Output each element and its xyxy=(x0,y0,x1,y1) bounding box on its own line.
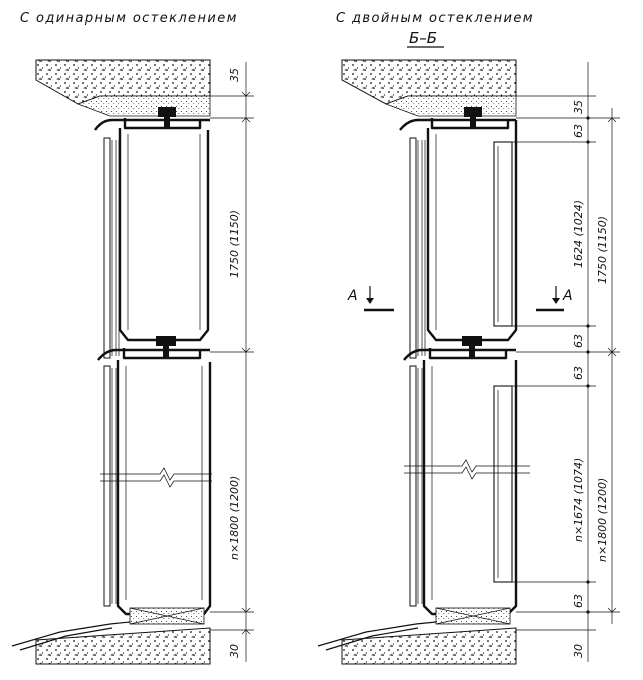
dim-right-63-b: 63 xyxy=(572,334,585,348)
dim-right-1624: 1624 (1024) xyxy=(572,200,585,268)
dim-left-bottom: 30 xyxy=(228,644,241,658)
dim-left-upper: 1750 (1150) xyxy=(228,210,241,278)
mid-anchor-bolt xyxy=(156,336,176,346)
right-dimension-chain-outer: 1750 (1150) n×1800 (1200) xyxy=(596,108,620,624)
left-single-glazing-drawing xyxy=(11,59,212,665)
title-single-glazing: С одинарным остеклением xyxy=(20,11,238,26)
inner-glass-upper xyxy=(493,141,513,327)
top-anchor-bolt xyxy=(158,107,176,117)
dim-right-1750: 1750 (1150) xyxy=(596,216,609,284)
dim-right-1674: n×1674 (1074) xyxy=(572,458,585,542)
dim-right-top: 35 xyxy=(572,100,585,114)
section-mark-left-label: А xyxy=(347,288,358,304)
title-double-glazing: С двойным остеклением xyxy=(336,11,534,26)
bottom-concrete-slab-right xyxy=(341,627,517,665)
section-mark-left: А xyxy=(347,286,394,312)
top-mortar-layer xyxy=(76,95,211,117)
right-double-glazing-drawing xyxy=(317,59,530,665)
bottom-concrete-slab xyxy=(35,627,211,665)
dim-right-63-c: 63 xyxy=(572,366,585,380)
section-mark-right: А xyxy=(536,286,573,312)
right-dimension-chain-inner: 35 63 1624 (1024) 63 63 n×1674 (1074) 63… xyxy=(512,62,596,662)
dim-left-top: 35 xyxy=(228,68,241,82)
left-dimension-chain: 35 1750 (1150) n×1800 (1200) 30 xyxy=(210,62,254,662)
dim-right-63-a: 63 xyxy=(572,124,585,138)
inner-glass-lower xyxy=(493,385,513,583)
dim-right-bottom: 30 xyxy=(572,644,585,658)
section-label: Б–Б xyxy=(409,29,437,47)
dim-left-lower: n×1800 (1200) xyxy=(228,476,241,560)
section-mark-right-label: А xyxy=(562,288,573,304)
dim-right-1800: n×1800 (1200) xyxy=(596,478,609,562)
dim-right-63-d: 63 xyxy=(572,594,585,608)
